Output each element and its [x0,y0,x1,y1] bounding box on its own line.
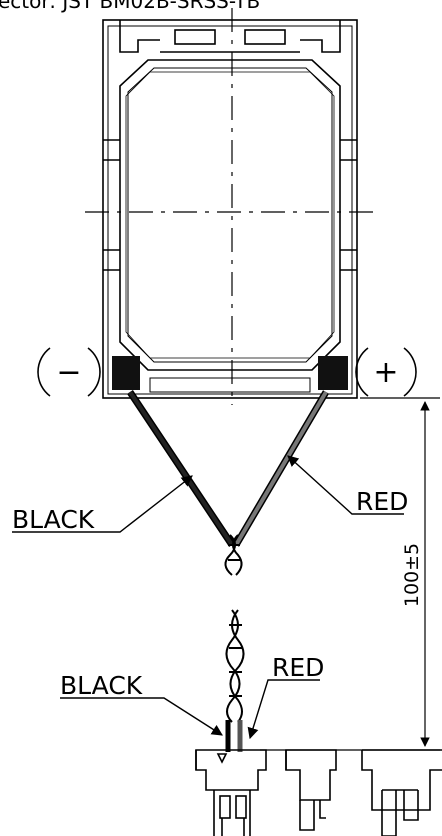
bottom-black-text: BLACK [60,671,143,700]
label-top-black: BLACK [12,475,193,534]
negative-terminal-marker: − [37,347,101,397]
top-red-text: RED [356,487,408,516]
bottom-red-text: RED [272,653,324,682]
wire-red [232,390,330,547]
dimension-text: 100±5 [401,543,423,607]
twisted-wire-lower [225,609,245,723]
connector-wires [225,720,243,752]
connector-title: ector: JST BM02B-SRSS-TB [0,0,260,13]
positive-terminal-marker: + [355,347,417,397]
connector-top-view [361,749,442,836]
twisted-wire-upper [224,534,243,576]
center-lines [85,8,380,405]
label-bottom-red: RED [247,653,324,740]
terminal-pads [112,356,348,390]
label-top-red: RED [287,455,408,516]
positive-sign: + [373,355,398,390]
battery-cell [102,19,358,399]
wire-black [127,390,235,547]
top-black-text: BLACK [12,505,95,534]
negative-sign: − [56,355,81,390]
connector-side-view [285,749,337,831]
label-bottom-black: BLACK [60,671,223,736]
connector-front-view [195,749,267,836]
